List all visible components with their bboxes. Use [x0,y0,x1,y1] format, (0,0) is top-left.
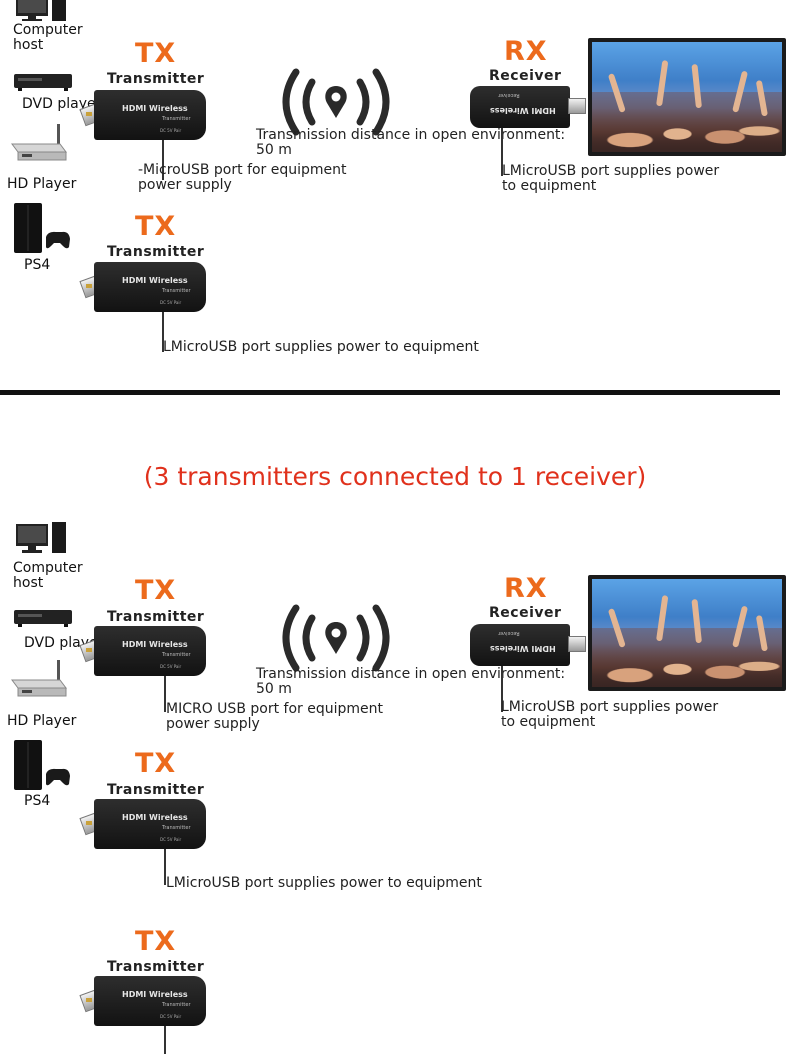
section-divider [0,390,780,395]
hd-player-icon [10,660,70,698]
source-label-computer: Computer host [13,22,83,53]
hd-player-icon [10,124,70,162]
wireless-signal-icon [282,602,390,674]
device-sub-rx: Receiver [498,630,520,636]
device-label-rx: HDMI Wireless [490,106,556,115]
power-cable [162,140,164,180]
transmission-distance: Transmission distance in open environmen… [256,666,566,697]
device-ports: DC 5V Pair [160,664,182,669]
rx-subtitle: Receiver [489,605,562,621]
rx-subtitle: Receiver [489,68,562,84]
power-cable [162,312,164,352]
tx-dongle: HDMI Wireless Transmitter DC 5V Pair [79,622,208,678]
tx-subtitle: Transmitter [107,959,205,975]
device-sub: Transmitter [162,116,191,122]
source-label-ps4: PS4 [24,793,51,809]
device-sub: Transmitter [162,1002,191,1008]
wireless-signal-icon [282,66,390,138]
device-label: HDMI Wireless [122,104,188,113]
source-label-hd-player: HD Player [7,713,77,729]
device-sub: Transmitter [162,652,191,658]
rx-title: RX [504,573,548,604]
dvd-player-icon [14,606,72,628]
ps4-icon [12,740,72,792]
computer-icon [14,0,70,22]
tx-dongle: HDMI Wireless Transmitter DC 5V Pair [79,86,208,142]
tx-title: TX [135,575,177,606]
tx-subtitle: Transmitter [107,609,205,625]
rx-power-cable [501,128,503,176]
rx-dongle: HDMI Wireless Receiver [468,84,588,130]
rx-port-text: LMicroUSB port supplies power to equipme… [501,699,719,730]
device-sub: Transmitter [162,288,191,294]
power-cable [164,676,166,712]
source-label-hd-player: HD Player [7,176,77,192]
tx-title: TX [135,926,177,957]
dvd-player-icon [14,70,72,92]
tx1-port-text: -MicroUSB port for equipment power suppl… [138,162,347,193]
device-ports: DC 5V Pair [160,1014,182,1019]
tx-subtitle: Transmitter [107,782,205,798]
source-label-computer: Computer host [13,560,83,591]
tx-dongle: HDMI Wireless Transmitter DC 5V Pair [79,258,208,314]
device-label: HDMI Wireless [122,813,188,822]
device-label: HDMI Wireless [122,640,188,649]
rx-title: RX [504,36,548,67]
caption: (3 transmitters connected to 1 receiver) [143,462,647,491]
rx-dongle: HDMI Wireless Receiver [468,622,588,668]
rx-port-text: LMicroUSB port supplies power to equipme… [502,163,720,194]
device-sub-rx: Receiver [498,92,520,98]
source-label-ps4: PS4 [24,257,51,273]
tx-title: TX [135,748,177,779]
power-cable [164,1026,166,1054]
computer-icon [14,520,70,556]
device-ports: DC 5V Pair [160,300,182,305]
tv-icon [588,575,786,691]
device-label: HDMI Wireless [122,990,188,999]
rx-power-cable [501,666,503,712]
device-sub: Transmitter [162,825,191,831]
transmission-distance: Transmission distance in open environmen… [256,127,566,158]
device-label: HDMI Wireless [122,276,188,285]
tx1-port-text: MICRO USB port for equipment power suppl… [166,701,383,732]
tx-title: TX [135,211,177,242]
tx-title: TX [135,38,177,69]
tx-dongle: HDMI Wireless Transmitter DC 5V Pair [79,795,208,851]
tv-icon [588,38,786,156]
tx2-port-text: LMicroUSB port supplies power to equipme… [166,875,482,891]
device-label-rx: HDMI Wireless [490,644,556,653]
tx2-port-text: LMicroUSB port supplies power to equipme… [163,339,479,355]
tx-subtitle: Transmitter [107,244,205,260]
device-ports: DC 5V Pair [160,128,182,133]
device-ports: DC 5V Pair [160,837,182,842]
tx-subtitle: Transmitter [107,71,205,87]
ps4-icon [12,203,72,255]
tx-dongle: HDMI Wireless Transmitter DC 5V Pair [79,972,208,1028]
power-cable [164,849,166,885]
